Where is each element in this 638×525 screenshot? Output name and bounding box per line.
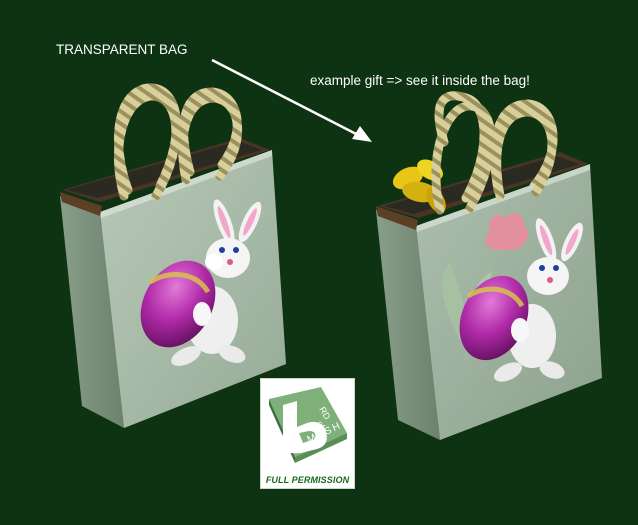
bag-title-label: TRANSPARENT BAG — [56, 42, 188, 57]
full-permission-label: FULL PERMISSION — [265, 475, 350, 485]
transparent-bag-right — [376, 91, 602, 440]
logo-text-of: of — [315, 420, 327, 431]
bag-handle-right-front-1 — [431, 101, 496, 215]
bag-handle-right-1 — [434, 91, 489, 203]
bag-handle-front-right — [178, 93, 243, 185]
easter-bunny-illustration-right — [459, 218, 583, 382]
transparent-bag-left — [60, 83, 286, 428]
bag-handle-front-left — [114, 91, 181, 201]
arrow-pointer — [211, 58, 372, 142]
bag-handle-right-front-2 — [492, 107, 557, 201]
easter-bunny-illustration-left — [140, 199, 262, 366]
bird-of-mesh-logo: RD of MESH FULL PERMISSION — [260, 378, 355, 489]
logo-letter-b — [283, 401, 327, 454]
logo-emblem: RD of MESH — [269, 387, 347, 463]
gift-note-label: example gift => see it inside the bag! — [310, 73, 530, 88]
